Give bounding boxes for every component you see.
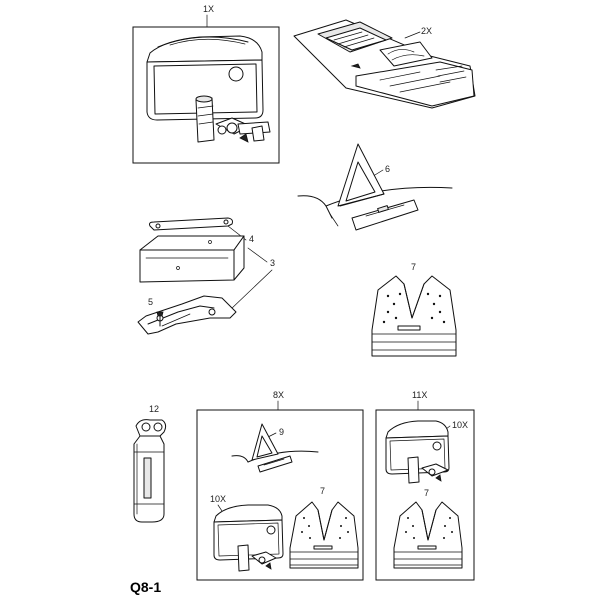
triangle-case-icon (351, 199, 419, 231)
warning-triangle-group: 6 (297, 143, 453, 231)
holder-bracket-icon (137, 295, 237, 335)
vest-reflective-dots (301, 517, 349, 539)
vest-group: 7 (371, 262, 457, 357)
page-code: Q8-1 (130, 579, 161, 595)
first-aid-folder-icon (293, 19, 476, 109)
kit-11x-group: 11X 10X 7 (375, 390, 475, 581)
first-aid-bag-icon (146, 35, 264, 121)
fire-extinguisher-icon (133, 419, 167, 523)
first-aid-bag-icon (213, 504, 284, 561)
fire-extinguisher-group: 12 (133, 404, 167, 523)
callout-10x-kit8: 10X (210, 494, 226, 504)
first-aid-folder-group: 2X (293, 19, 476, 109)
callout-3: 3 (270, 258, 275, 268)
first-aid-bag-group: 1X (132, 4, 280, 164)
callout-6: 6 (385, 164, 390, 174)
tool-box-icon (139, 235, 245, 283)
frame-1x (132, 26, 280, 164)
warning-triangle-icon (337, 143, 385, 207)
callout-7-kit8: 7 (320, 486, 325, 496)
warning-triangle-icon (251, 423, 279, 461)
callout-10x-kit11: 10X (452, 420, 468, 430)
callout-7-kit11: 7 (424, 488, 429, 498)
callout-5: 5 (148, 297, 153, 307)
callout-12: 12 (149, 404, 159, 414)
frame-11x (375, 409, 475, 581)
callout-8x: 8X (273, 390, 284, 400)
safety-vest-icon (393, 501, 463, 569)
triangle-case-icon (257, 455, 293, 473)
safety-vest-icon (371, 275, 457, 357)
first-aid-items-icon (195, 95, 271, 143)
callout-4: 4 (249, 234, 254, 244)
callout-9: 9 (279, 427, 284, 437)
callout-1x: 1X (203, 4, 214, 14)
callout-2x: 2X (421, 26, 432, 36)
kit-8x-group: 8X 9 10X 7 (196, 390, 364, 581)
vest-reflective-dots (405, 517, 453, 539)
screw-icon (156, 311, 164, 327)
strap-icon (149, 217, 233, 231)
frame-8x (196, 409, 364, 581)
first-aid-items-icon (237, 544, 277, 572)
vest-reflective-dots (382, 292, 446, 324)
callout-7-vest: 7 (411, 262, 416, 272)
first-aid-items-icon (407, 456, 449, 484)
tool-box-group: 4 3 5 (137, 217, 275, 335)
safety-vest-icon (289, 501, 359, 569)
callout-11x: 11X (412, 390, 427, 400)
